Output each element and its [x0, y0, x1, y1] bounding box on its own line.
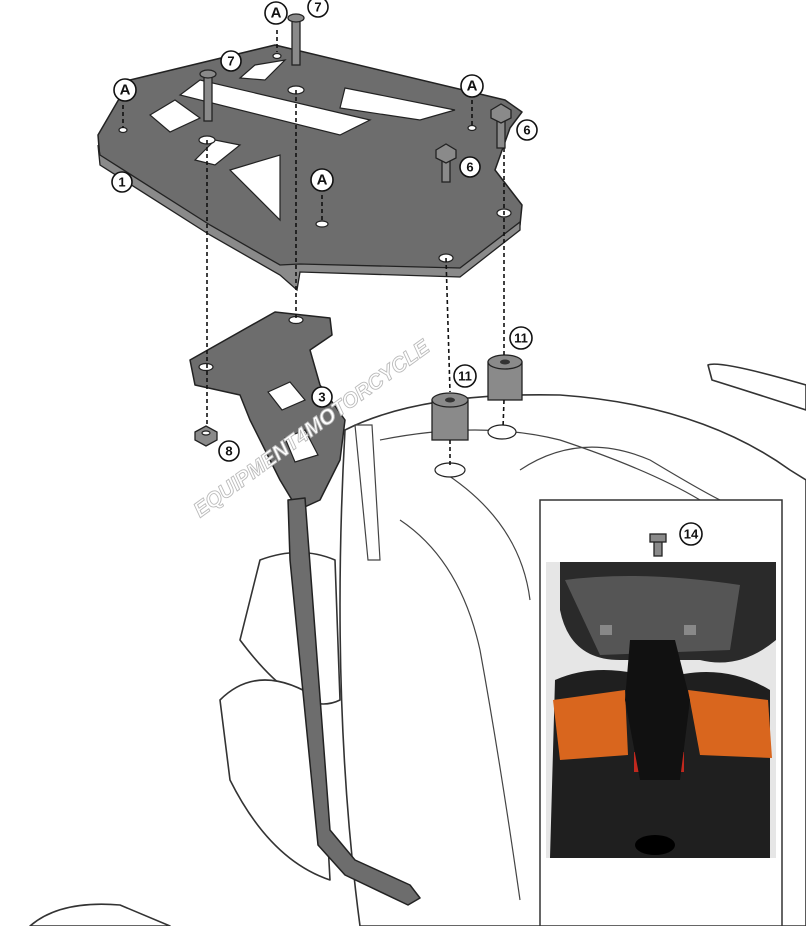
- callout-14: 14: [679, 522, 703, 546]
- screw-7a: [287, 13, 305, 66]
- callout-11: 11: [509, 326, 533, 350]
- callout-7: 7: [220, 50, 242, 72]
- spacer-11a: [431, 392, 469, 441]
- bracket-part-3: [189, 311, 421, 906]
- svg-text:14: 14: [684, 527, 699, 542]
- inset-panel: [539, 499, 783, 926]
- callout-11: 11: [453, 364, 477, 388]
- callout-3: 3: [311, 386, 333, 408]
- svg-text:A: A: [467, 78, 478, 95]
- callout-1: 1: [111, 171, 133, 193]
- screw-7b: [199, 69, 217, 122]
- callout-a: A: [113, 78, 137, 102]
- alignment-lines: [122, 30, 505, 465]
- callout-6: 6: [459, 156, 481, 178]
- spacer-11b: [487, 354, 523, 401]
- callout-a: A: [460, 74, 484, 98]
- screw-14: [649, 533, 667, 557]
- svg-text:11: 11: [458, 369, 472, 384]
- rack-plate-part-1: [97, 44, 523, 292]
- callout-a: A: [264, 1, 288, 25]
- fasteners: [194, 13, 523, 478]
- svg-text:8: 8: [225, 444, 232, 459]
- svg-text:A: A: [120, 82, 131, 99]
- bolt-6b: [435, 143, 457, 183]
- inset-photo: [546, 562, 776, 858]
- svg-text:6: 6: [466, 160, 473, 175]
- svg-text:11: 11: [514, 331, 528, 346]
- svg-text:3: 3: [318, 390, 325, 405]
- callout-7: 7: [307, 0, 329, 18]
- callout-8: 8: [218, 440, 240, 462]
- svg-text:A: A: [271, 5, 282, 22]
- callout-6: 6: [516, 119, 538, 141]
- bolt-6a: [490, 103, 512, 149]
- nut-8: [194, 425, 218, 447]
- svg-text:A: A: [317, 172, 328, 189]
- left-taillight: [553, 690, 628, 760]
- right-taillight: [688, 690, 772, 758]
- callout-a: A: [310, 168, 334, 192]
- svg-text:6: 6: [523, 123, 530, 138]
- svg-text:7: 7: [314, 0, 321, 15]
- svg-text:7: 7: [227, 54, 234, 69]
- svg-text:1: 1: [118, 175, 125, 190]
